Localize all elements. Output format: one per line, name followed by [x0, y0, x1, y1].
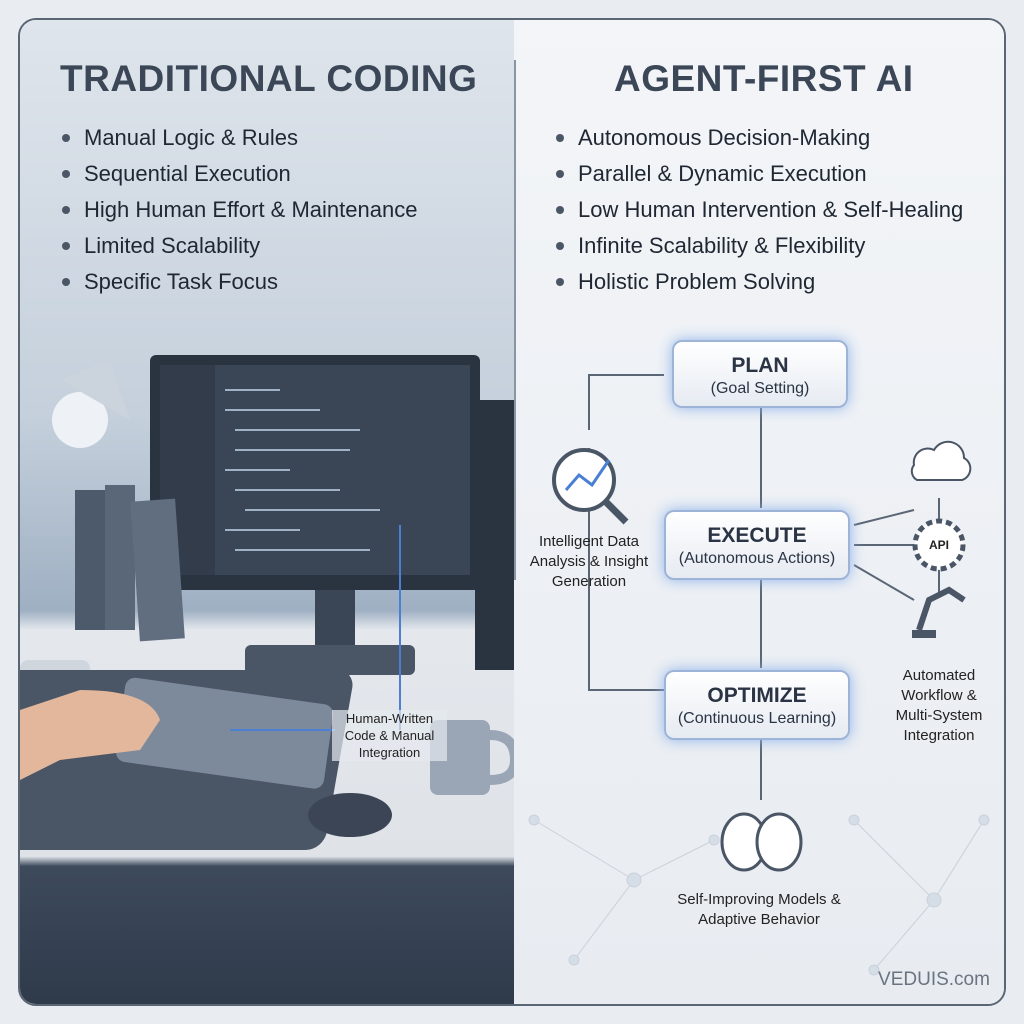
plan-step: PLAN (Goal Setting): [672, 340, 848, 408]
list-item: Holistic Problem Solving: [554, 264, 963, 300]
list-item: Parallel & Dynamic Execution: [554, 156, 963, 192]
optimize-step: OPTIMIZE (Continuous Learning): [664, 670, 850, 740]
left-bullet-list: Manual Logic & Rules Sequential Executio…: [60, 120, 417, 300]
traditional-panel: TRADITIONAL CODING Manual Logic & Rules …: [20, 20, 514, 1004]
brain-label: Self-Improving Models & Adaptive Behavio…: [677, 891, 841, 928]
agent-panel: AGENT-FIRST AI Autonomous Decision-Makin…: [514, 20, 1004, 1004]
execute-subtitle: (Autonomous Actions): [678, 550, 836, 567]
list-item: Manual Logic & Rules: [60, 120, 417, 156]
api-label: API: [928, 538, 949, 552]
watermark: VEDUIS.com: [878, 969, 990, 990]
api-gear-icon: [912, 518, 966, 572]
list-item: High Human Effort & Maintenance: [60, 192, 417, 228]
plan-subtitle: (Goal Setting): [710, 380, 810, 397]
workflow-label: Automated Workflow & Multi-System Integr…: [895, 667, 983, 744]
list-item: Sequential Execution: [60, 156, 417, 192]
cloud-database-icon: [910, 440, 972, 481]
code-callout-label: Human-Written Code & Manual Integration: [332, 710, 447, 761]
list-item: Autonomous Decision-Making: [554, 120, 963, 156]
left-title: TRADITIONAL CODING: [60, 58, 478, 99]
right-bullet-list: Autonomous Decision-Making Parallel & Dy…: [554, 120, 963, 300]
brain-icon: [720, 812, 803, 872]
list-item: Infinite Scalability & Flexibility: [554, 228, 963, 264]
list-item: Specific Task Focus: [60, 264, 417, 300]
optimize-subtitle: (Continuous Learning): [677, 710, 837, 727]
execute-title: EXECUTE: [707, 524, 807, 547]
right-title: AGENT-FIRST AI: [614, 58, 914, 99]
list-item: Low Human Intervention & Self-Healing: [554, 192, 963, 228]
infographic: TRADITIONAL CODING Manual Logic & Rules …: [18, 18, 1006, 1006]
plan-title: PLAN: [731, 354, 789, 377]
panel-divider: [514, 60, 516, 580]
analysis-label: Intelligent Data Analysis & Insight Gene…: [529, 533, 649, 590]
robot-arm-icon: [916, 586, 966, 631]
optimize-title: OPTIMIZE: [707, 684, 807, 707]
desk-illustration: [20, 355, 514, 850]
list-item: Limited Scalability: [60, 228, 417, 264]
flow-diagram: [528, 374, 990, 976]
execute-step: EXECUTE (Autonomous Actions): [664, 510, 850, 580]
